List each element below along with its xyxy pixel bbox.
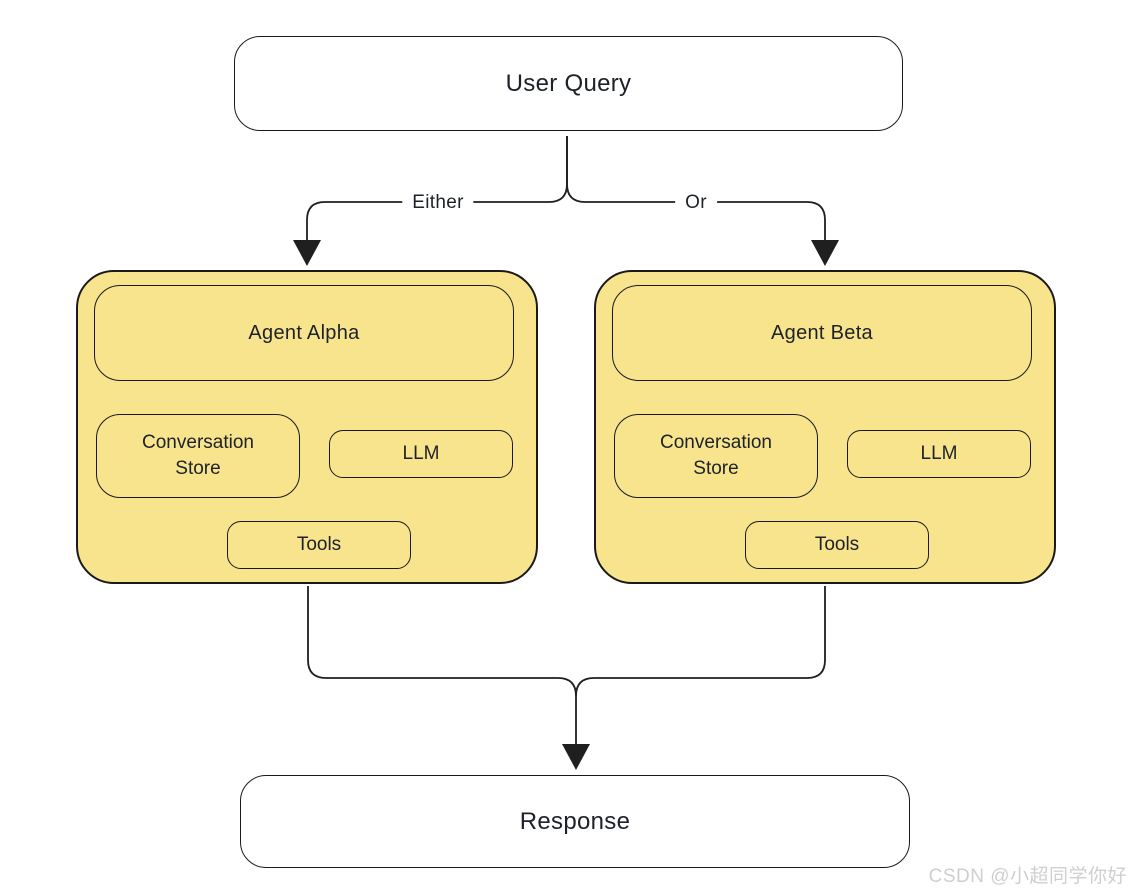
node-agent-beta-conversation-store: Conversation Store — [614, 414, 818, 498]
edge-user-query-to-agent-beta — [566, 136, 826, 241]
node-agent-alpha-llm: LLM — [329, 430, 513, 478]
agent-alpha-llm-label: LLM — [402, 443, 440, 464]
agent-beta-tools-label: Tools — [814, 534, 860, 555]
node-agent-beta-container: Agent Beta Conversation Store LLM Tools — [594, 270, 1056, 584]
node-agent-alpha-tools: Tools — [227, 521, 411, 569]
node-agent-beta-tools: Tools — [745, 521, 929, 569]
watermark-text: CSDN @小超同学你好 — [928, 866, 1127, 887]
node-agent-beta-title: Agent Beta — [612, 285, 1032, 381]
response-label: Response — [519, 807, 631, 835]
agent-alpha-tools-label: Tools — [296, 534, 342, 555]
agent-beta-conversation-store-label: Conversation Store — [660, 432, 772, 479]
edge-label-either: Either — [402, 190, 474, 216]
node-agent-beta-llm: LLM — [847, 430, 1031, 478]
arrowhead-agent-beta — [811, 240, 839, 266]
edge-agent-alpha-to-response — [307, 586, 577, 744]
node-agent-alpha-title: Agent Alpha — [94, 285, 514, 381]
agent-beta-llm-label: LLM — [920, 443, 958, 464]
node-agent-alpha-conversation-store: Conversation Store — [96, 414, 300, 498]
agent-alpha-title-label: Agent Alpha — [248, 321, 360, 344]
arrowhead-agent-alpha — [293, 240, 321, 266]
node-user-query: User Query — [234, 36, 903, 131]
arrowhead-response — [562, 744, 590, 770]
agent-alpha-conversation-store-label: Conversation Store — [142, 432, 254, 479]
edge-label-or: Or — [675, 190, 717, 216]
node-response: Response — [240, 775, 910, 868]
node-agent-alpha-container: Agent Alpha Conversation Store LLM Tools — [76, 270, 538, 584]
edge-user-query-to-agent-alpha — [306, 136, 568, 241]
agent-beta-title-label: Agent Beta — [771, 321, 873, 344]
edge-agent-beta-to-response — [575, 586, 826, 697]
user-query-label: User Query — [505, 69, 632, 97]
